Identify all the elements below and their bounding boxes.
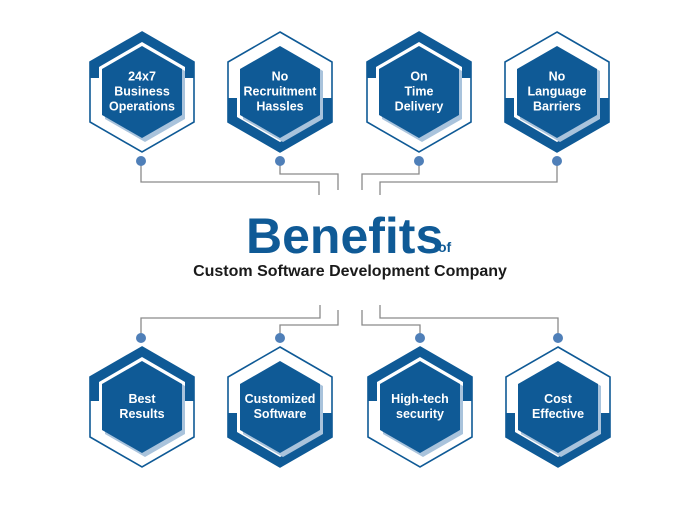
label-line: Best	[128, 392, 156, 406]
label-line: Cost	[544, 392, 572, 406]
label-line: Customized	[244, 392, 316, 406]
benefit-hexagon	[89, 31, 195, 153]
benefit-hexagon	[89, 346, 195, 468]
connector-dot	[552, 156, 562, 166]
connector-line	[140, 163, 320, 195]
connector-dot	[136, 333, 146, 343]
benefit-label-customized-software: Customized Software	[230, 392, 330, 422]
connector-dot	[414, 156, 424, 166]
label-line: security	[396, 407, 444, 421]
benefit-label-high-tech-security: High-tech security	[370, 392, 470, 422]
benefit-hexagon	[227, 346, 333, 468]
benefit-hexagon	[367, 346, 473, 468]
label-line: On	[410, 69, 428, 84]
connector-line	[379, 163, 558, 195]
label-line: Business	[114, 84, 170, 99]
subtitle-text: Custom Software Development Company	[193, 263, 507, 280]
connector-lines-top	[140, 163, 558, 195]
benefit-label-cost-effective: Cost Effective	[508, 392, 608, 422]
label-line: High-tech	[391, 392, 449, 406]
title-benefits: Benefits	[246, 208, 444, 264]
benefit-hexagon	[366, 31, 472, 153]
label-line: Software	[253, 407, 307, 421]
label-line: Time	[404, 84, 434, 99]
label-line: Barriers	[533, 99, 581, 114]
connector-line	[279, 163, 339, 190]
connector-dot	[553, 333, 563, 343]
connector-dot	[275, 333, 285, 343]
connector-line	[361, 310, 421, 337]
connector-dot	[275, 156, 285, 166]
benefit-label-no-recruitment-hassles: No Recruitment Hassles	[230, 70, 330, 115]
benefit-hexagon	[227, 31, 333, 153]
benefit-label-on-time-delivery: On Time Delivery	[369, 70, 469, 115]
label-line: Recruitment	[243, 84, 317, 99]
benefit-label-no-language-barriers: No Language Barriers	[507, 70, 607, 115]
connector-dot	[415, 333, 425, 343]
label-line: Language	[527, 84, 587, 99]
label-line: 24x7	[128, 69, 156, 84]
connector-lines-bottom	[140, 305, 559, 337]
label-line: Results	[119, 407, 165, 421]
connector-line	[140, 305, 321, 337]
connector-line	[361, 163, 420, 190]
label-line: Operations	[109, 99, 175, 114]
connector-line	[279, 310, 339, 337]
benefit-label-best-results: Best Results	[92, 392, 192, 422]
connector-line	[379, 305, 559, 337]
label-line: No	[548, 69, 566, 84]
label-line: Delivery	[394, 99, 444, 114]
benefit-label-24x7-business-operations: 24x7 Business Operations	[92, 70, 192, 115]
title-of: of	[438, 239, 452, 255]
connector-dot	[136, 156, 146, 166]
connector-dots	[136, 156, 563, 343]
label-line: Effective	[531, 407, 585, 421]
benefit-hexagon	[505, 346, 611, 468]
benefit-hexagon	[504, 31, 610, 153]
label-line: No	[271, 69, 289, 84]
label-line: Hassles	[256, 99, 304, 114]
subtitle: Custom Software Development Company	[0, 263, 700, 281]
